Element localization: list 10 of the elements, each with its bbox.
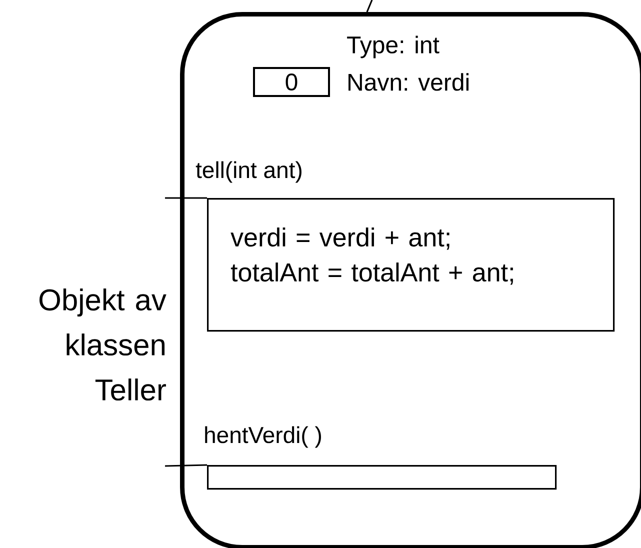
variable-label: Type: int — [347, 36, 440, 58]
code-text: verdi = verdi + ant; totalAnt = totalAnt + ant; — [230, 228, 513, 285]
connector-line — [366, 0, 373, 12]
method-name: tell(int ant) — [196, 161, 302, 183]
value-box: 0 — [253, 67, 330, 97]
method-name: hentVerdi( ) — [205, 426, 321, 448]
object-caption: Objekt av klassen Teller — [40, 288, 166, 401]
variable-label: Navn: verdi — [348, 73, 468, 91]
connector-line — [164, 464, 208, 467]
connector-line — [165, 197, 207, 199]
